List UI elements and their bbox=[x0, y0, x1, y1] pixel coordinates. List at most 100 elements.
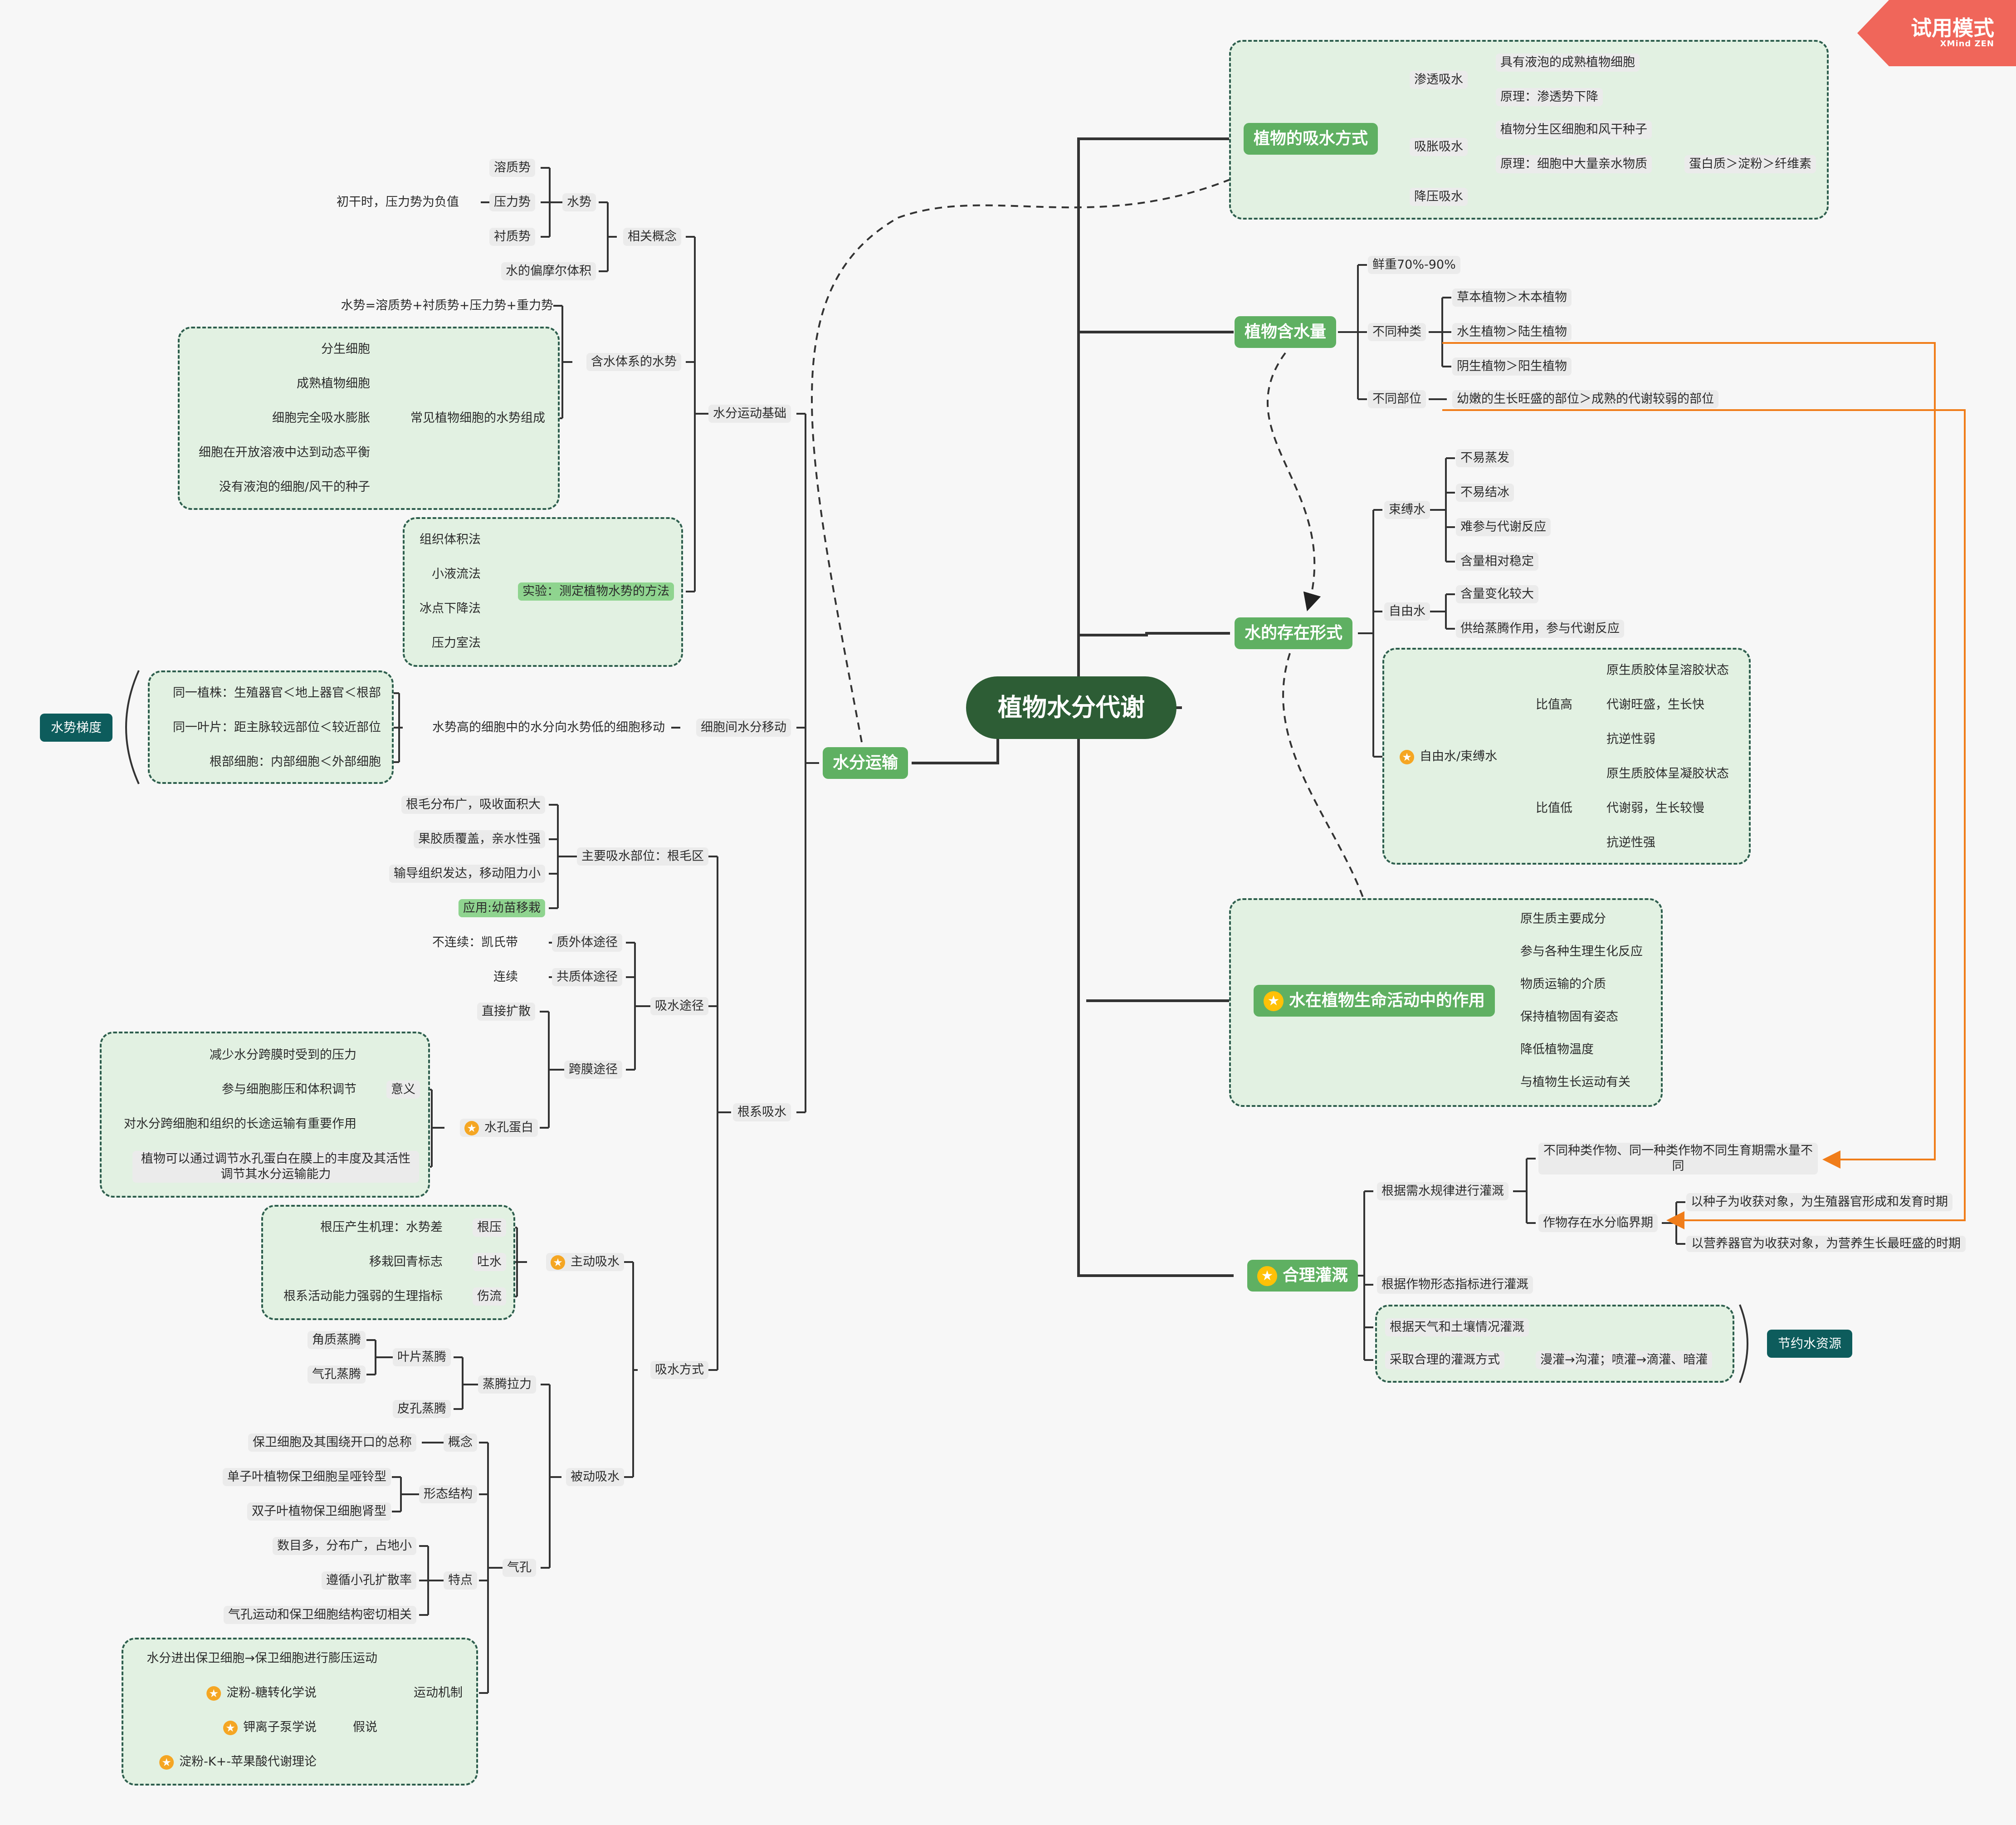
topic-guttation-note[interactable]: 移栽回青标志 bbox=[369, 1255, 443, 1269]
topic-bound-water[interactable]: 束缚水 bbox=[1384, 501, 1430, 519]
trial-mode-banner[interactable]: 试用模式 XMind ZEN bbox=[1857, 0, 2016, 66]
topic-mp-3[interactable]: 输导组织发达，移动阻力小 bbox=[389, 865, 545, 883]
topic-free-1[interactable]: 含量变化较大 bbox=[1456, 585, 1538, 603]
topic-stomatal-transpiration[interactable]: 气孔蒸腾 bbox=[308, 1365, 366, 1384]
topic-meaning-2[interactable]: 参与细胞膨压和体积调节 bbox=[222, 1082, 356, 1096]
topic-common-1[interactable]: 分生细胞 bbox=[321, 342, 370, 356]
topic-symplast-note[interactable]: 连续 bbox=[493, 970, 518, 984]
topic-transpiration-pull[interactable]: 蒸腾拉力 bbox=[478, 1375, 536, 1394]
topic-fresh-weight[interactable]: 鲜重70%-90% bbox=[1368, 256, 1460, 274]
topic-main-absorb-part[interactable]: 主要吸水部位：根毛区 bbox=[577, 847, 708, 866]
topic-osmotic-cells[interactable]: 具有液泡的成熟植物细胞 bbox=[1496, 54, 1640, 72]
topic-cell-move-rule[interactable]: 水势高的细胞中的水分向水势低的细胞移动 bbox=[432, 720, 665, 734]
topic-common-cells[interactable]: 常见植物细胞的水势组成 bbox=[410, 411, 545, 425]
topic-osmotic-principle[interactable]: 原理：渗透势下降 bbox=[1496, 88, 1603, 106]
topic-feature-1[interactable]: 数目多，分布广，占地小 bbox=[273, 1537, 416, 1555]
topic-stoma-feature[interactable]: 特点 bbox=[444, 1571, 477, 1590]
topic-free-water[interactable]: 自由水 bbox=[1384, 602, 1430, 621]
topic-critical-seed[interactable]: 以种子为收获对象，为生殖器官形成和发育时期 bbox=[1686, 1193, 1953, 1211]
topic-cell-water-movement[interactable]: 细胞间水分移动 bbox=[696, 719, 791, 737]
topic-role-3[interactable]: 物质运输的介质 bbox=[1520, 977, 1606, 991]
topic-high-2[interactable]: 代谢旺盛，生长快 bbox=[1606, 698, 1704, 712]
root-topic[interactable]: 植物水分代谢 bbox=[966, 676, 1176, 739]
topic-osmotic[interactable]: 渗透吸水 bbox=[1410, 71, 1468, 89]
branch-water-content[interactable]: 植物含水量 bbox=[1234, 316, 1337, 348]
topic-role-4[interactable]: 保持植物固有姿态 bbox=[1520, 1010, 1618, 1024]
topic-stoma-mechanism[interactable]: 运动机制 bbox=[414, 1686, 463, 1700]
topic-direct-diffusion[interactable]: 直接扩散 bbox=[477, 1003, 535, 1021]
topic-irrigate-by-need[interactable]: 根据需水规律进行灌溉 bbox=[1377, 1182, 1508, 1200]
topic-bleeding[interactable]: 伤流 bbox=[473, 1287, 506, 1306]
topic-part-detail[interactable]: 幼嫩的生长旺盛的部位＞成熟的代谢较弱的部位 bbox=[1452, 390, 1718, 408]
topic-herb-woody[interactable]: 草本植物＞木本植物 bbox=[1452, 289, 1572, 307]
topic-bound-3[interactable]: 难参与代谢反应 bbox=[1456, 518, 1551, 536]
topic-method-detail[interactable]: 漫灌→沟灌；喷灌→滴灌、暗灌 bbox=[1536, 1351, 1713, 1369]
topic-hypothesis-1[interactable]: ★淀粉-糖转化学说 bbox=[202, 1684, 321, 1702]
topic-role-1[interactable]: 原生质主要成分 bbox=[1520, 912, 1606, 926]
topic-structure-2[interactable]: 双子叶植物保卫细胞肾型 bbox=[247, 1502, 391, 1521]
topic-bound-1[interactable]: 不易蒸发 bbox=[1456, 449, 1514, 467]
topic-feature-2[interactable]: 遵循小孔扩散率 bbox=[322, 1571, 416, 1590]
topic-free-2[interactable]: 供给蒸腾作用，参与代谢反应 bbox=[1456, 620, 1624, 638]
topic-common-4[interactable]: 细胞在开放溶液中达到动态平衡 bbox=[199, 445, 370, 460]
topic-ratio-high[interactable]: 比值高 bbox=[1536, 698, 1572, 712]
topic-imbibition-cells[interactable]: 植物分生区细胞和风干种子 bbox=[1496, 121, 1652, 139]
topic-irrigation-method[interactable]: 采取合理的灌溉方式 bbox=[1385, 1351, 1504, 1369]
topic-cuticle-transpiration[interactable]: 角质蒸腾 bbox=[308, 1331, 366, 1349]
topic-related-concepts[interactable]: 相关概念 bbox=[623, 228, 681, 246]
topic-structure-1[interactable]: 单子叶植物保卫细胞呈哑铃型 bbox=[223, 1468, 391, 1486]
branch-water-forms[interactable]: 水的存在形式 bbox=[1234, 617, 1353, 649]
topic-system-potential[interactable]: 含水体系的水势 bbox=[586, 353, 681, 371]
topic-root-pressure-note[interactable]: 根压产生机理：水势差 bbox=[320, 1220, 443, 1234]
topic-symplast[interactable]: 共质体途径 bbox=[552, 968, 622, 986]
topic-aquaporin-meaning[interactable]: 意义 bbox=[386, 1081, 420, 1099]
topic-stoma-structure[interactable]: 形态结构 bbox=[419, 1485, 477, 1503]
topic-aquaporin-note[interactable]: 植物可以通过调节水孔蛋白在膜上的丰度及其活性调节其水分运输能力 bbox=[132, 1151, 419, 1183]
topic-critical-vegetative[interactable]: 以营养器官为收获对象，为营养生长最旺盛的时期 bbox=[1686, 1236, 1966, 1252]
topic-bound-2[interactable]: 不易结冰 bbox=[1456, 484, 1514, 502]
topic-meaning-3[interactable]: 对水分跨细胞和组织的长途运输有重要作用 bbox=[124, 1117, 356, 1131]
topic-experiment[interactable]: 实验：测定植物水势的方法 bbox=[518, 582, 674, 601]
topic-apoplast[interactable]: 质外体途径 bbox=[552, 934, 622, 952]
topic-high-3[interactable]: 抗逆性弱 bbox=[1606, 732, 1655, 746]
topic-apoplast-note[interactable]: 不连续：凯氏带 bbox=[432, 935, 518, 949]
topic-imbibition-principle[interactable]: 原理：细胞中大量亲水物质 bbox=[1496, 155, 1652, 173]
topic-hypothesis[interactable]: 假说 bbox=[353, 1720, 377, 1734]
topic-common-5[interactable]: 没有液泡的细胞/风干的种子 bbox=[219, 480, 370, 494]
topic-irrigate-by-morph[interactable]: 根据作物形态指标进行灌溉 bbox=[1377, 1276, 1533, 1294]
topic-root-absorption[interactable]: 根系吸水 bbox=[733, 1103, 791, 1121]
topic-absorb-mode[interactable]: 吸水方式 bbox=[650, 1361, 708, 1379]
topic-exp-4[interactable]: 压力室法 bbox=[432, 636, 481, 650]
topic-pressure-note[interactable]: 初干时，压力势为负值 bbox=[337, 195, 459, 209]
topic-molar-volume[interactable]: 水的偏摩尔体积 bbox=[501, 262, 596, 280]
topic-active-absorption[interactable]: ★主动吸水 bbox=[546, 1253, 624, 1271]
topic-stoma-concept-note[interactable]: 保卫细胞及其围绕开口的总称 bbox=[248, 1434, 416, 1452]
topic-mp-4[interactable]: 应用:幼苗移栽 bbox=[458, 899, 545, 917]
topic-common-3[interactable]: 细胞完全吸水膨胀 bbox=[272, 411, 370, 425]
topic-role-5[interactable]: 降低植物温度 bbox=[1520, 1042, 1594, 1057]
topic-gradient-1[interactable]: 同一植株：生殖器官＜地上器官＜根部 bbox=[173, 686, 381, 700]
topic-common-2[interactable]: 成熟植物细胞 bbox=[297, 377, 370, 391]
topic-mp-1[interactable]: 根毛分布广，吸收面积大 bbox=[401, 796, 545, 814]
topic-low-2[interactable]: 代谢弱，生长较慢 bbox=[1606, 801, 1704, 815]
topic-aquaporin[interactable]: ★水孔蛋白 bbox=[460, 1119, 538, 1137]
topic-high-1[interactable]: 原生质胶体呈溶胶状态 bbox=[1606, 663, 1729, 677]
topic-exp-1[interactable]: 组织体积法 bbox=[420, 533, 481, 547]
topic-by-species[interactable]: 不同种类 bbox=[1368, 323, 1426, 341]
topic-imbibition-order[interactable]: 蛋白质＞淀粉＞纤维素 bbox=[1684, 155, 1816, 173]
topic-absorb-path[interactable]: 吸水途径 bbox=[650, 997, 708, 1015]
topic-feature-3[interactable]: 气孔运动和保卫细胞结构密切相关 bbox=[224, 1606, 416, 1624]
branch-water-roles[interactable]: ★水在植物生命活动中的作用 bbox=[1253, 985, 1495, 1017]
topic-water-ratio[interactable]: ★自由水/束缚水 bbox=[1395, 748, 1502, 766]
topic-gradient-3[interactable]: 根部细胞：内部细胞＜外部细胞 bbox=[210, 755, 381, 769]
topic-low-1[interactable]: 原生质胶体呈凝胶状态 bbox=[1606, 767, 1729, 781]
branch-transport[interactable]: 水分运输 bbox=[822, 747, 908, 779]
topic-low-3[interactable]: 抗逆性强 bbox=[1606, 836, 1655, 850]
topic-bleeding-note[interactable]: 根系活动能力强弱的生理指标 bbox=[283, 1289, 443, 1303]
topic-aquatic-terrestrial[interactable]: 水生植物＞陆生植物 bbox=[1452, 323, 1572, 341]
topic-water-potential[interactable]: 水势 bbox=[562, 193, 596, 211]
topic-gradient-2[interactable]: 同一叶片：距主脉较远部位＜较近部位 bbox=[173, 720, 381, 734]
topic-by-part[interactable]: 不同部位 bbox=[1368, 390, 1426, 408]
topic-potential-formula[interactable]: 水势=溶质势+衬质势+压力势+重力势 bbox=[341, 298, 554, 313]
topic-exp-3[interactable]: 冰点下降法 bbox=[420, 602, 481, 616]
